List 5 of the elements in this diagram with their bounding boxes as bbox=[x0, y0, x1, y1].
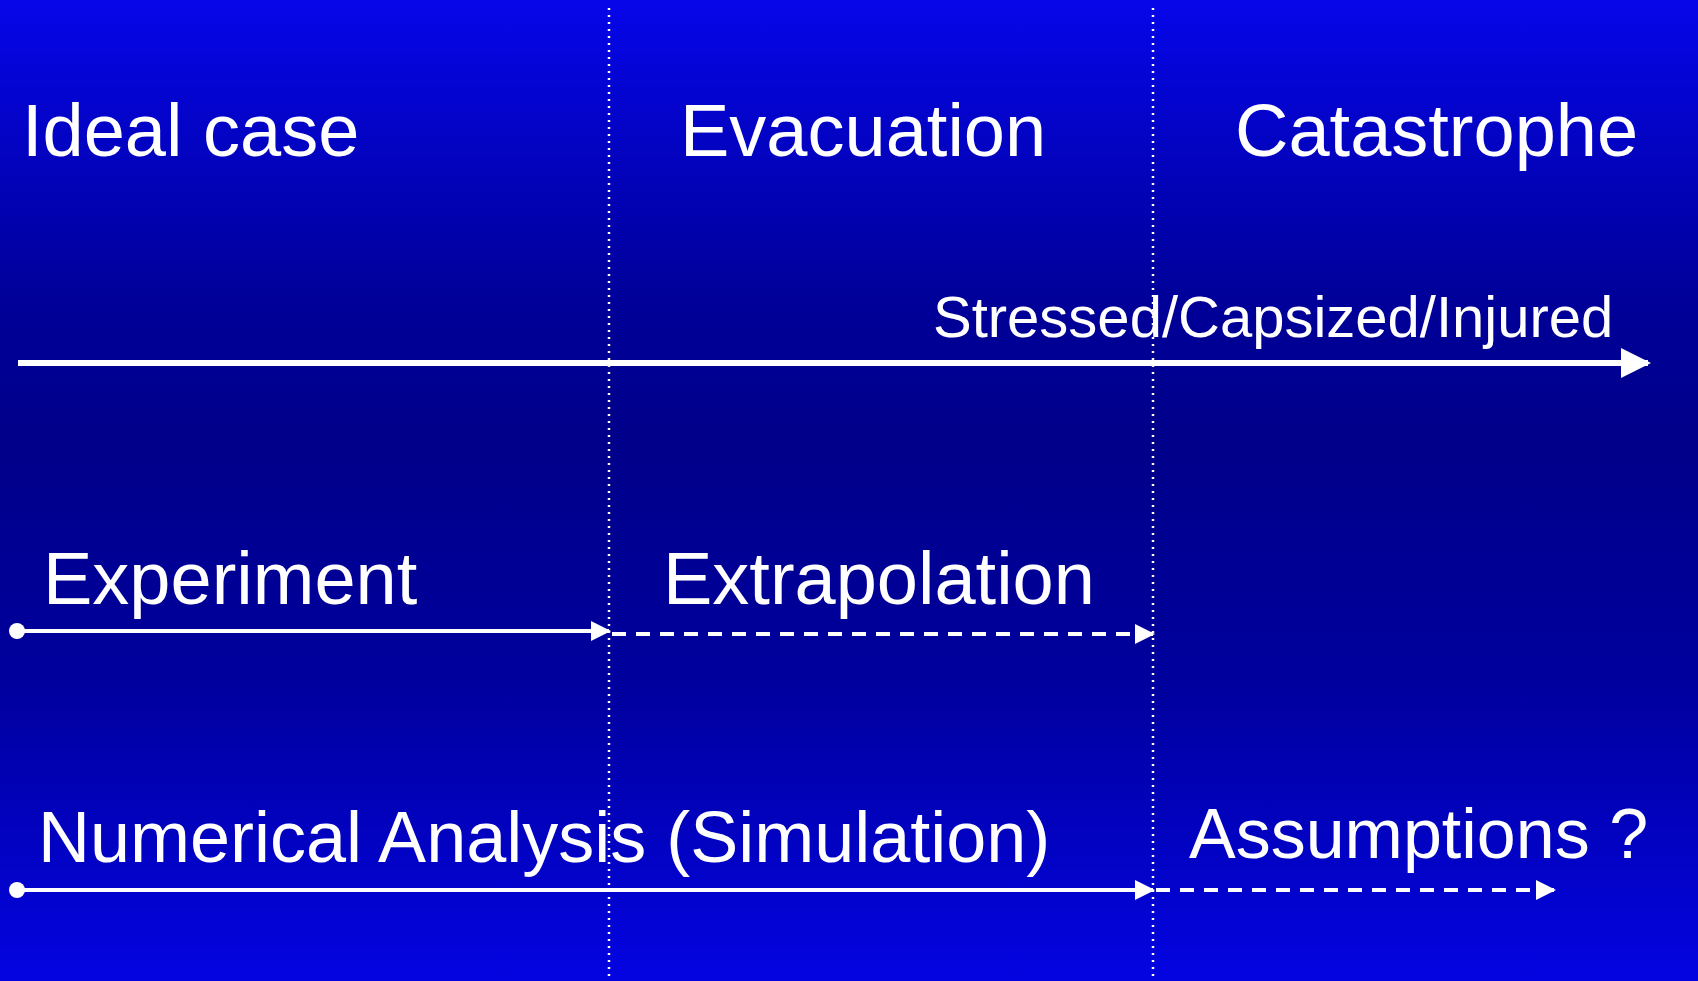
column-heading: Evacuation bbox=[680, 94, 1047, 169]
column-heading: Catastrophe bbox=[1235, 94, 1639, 169]
arrow-label: Extrapolation bbox=[663, 542, 1095, 617]
column-heading: Ideal case bbox=[22, 94, 360, 169]
arrow-label: Experiment bbox=[43, 542, 418, 617]
